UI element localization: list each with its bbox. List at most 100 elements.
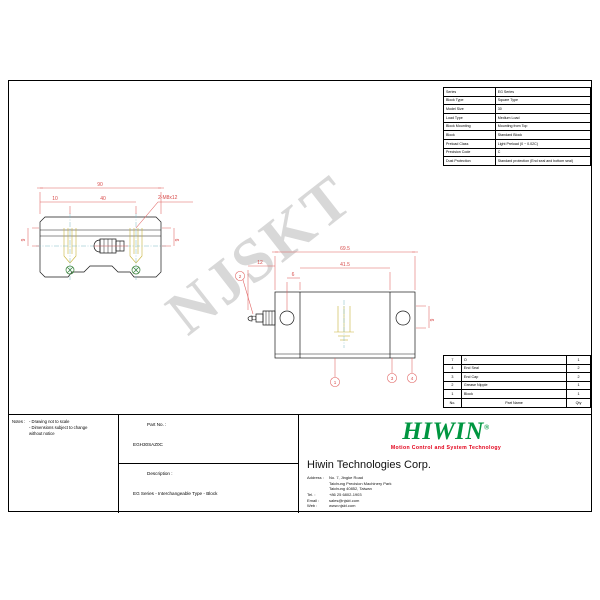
tel-value: +86 25 6802-1903 <box>329 492 362 498</box>
part-name: End Seal <box>460 363 568 374</box>
tel-line: Tel. : +86 25 6802-1903 <box>307 492 391 498</box>
company-name: Hiwin Technologies Corp. <box>307 459 431 471</box>
balloon-4-circle <box>407 373 417 383</box>
part-qty: 1 <box>566 389 591 399</box>
part-number-label: Part No. : <box>147 422 167 427</box>
address-value-1: No. 7, Jingke Road <box>329 475 364 480</box>
spec-key: Block <box>443 130 496 141</box>
registered-trademark-icon: ® <box>483 423 490 432</box>
dim-side-height: 9 <box>430 318 436 321</box>
top-view-hidden-holes <box>63 228 143 264</box>
spec-key: Precision Code <box>443 147 496 158</box>
hiwin-wordmark: HIWIN® <box>299 419 593 444</box>
dim-side-small: 6 <box>292 272 295 278</box>
spec-value: Medium Load <box>494 113 592 123</box>
dim-top-mid: 40 <box>100 196 106 202</box>
part-qty: 1 <box>566 355 591 365</box>
parts-header-no: No. <box>443 397 462 408</box>
notes-label: Notes : <box>12 419 26 424</box>
balloon-3-label: 3 <box>391 376 394 381</box>
part-no: 3 <box>443 372 462 382</box>
part-name: Grease Nipple <box>460 380 568 391</box>
dim-side-left: 12 <box>257 260 263 266</box>
spec-key: Model Size <box>443 104 496 114</box>
side-view-geometry <box>274 291 416 359</box>
email-label: Email : <box>307 497 320 503</box>
spec-key: Series <box>443 87 496 97</box>
balloon-2-label: 2 <box>239 274 242 279</box>
thread-callout: 2-M8x12 <box>158 195 178 201</box>
spec-key: Load Type <box>443 113 496 123</box>
part-no: 1 <box>443 389 462 399</box>
address-line-2: Taichung Precision Machinery Park <box>307 481 391 487</box>
balloon-callouts: 2 1 3 4 <box>235 271 417 387</box>
notes-cell: Notes : - Drawing not to scale - Dimensi… <box>9 415 119 513</box>
part-name: O <box>460 355 568 365</box>
dim-top-height-right: 9 <box>175 238 181 241</box>
technical-drawing-svg: 90 10 40 9 9 2-M8x12 <box>21 182 436 387</box>
balloon-1-label: 1 <box>334 380 337 385</box>
balloon-1-circle <box>330 377 340 387</box>
part-number-cell: Part No. : EGH30SAZ0C <box>119 415 299 464</box>
spec-value: Standard Block <box>494 130 592 141</box>
hiwin-logo: HIWIN® Motion Control and System Technol… <box>299 419 593 451</box>
dim-side-overall: 69.5 <box>340 246 350 252</box>
spec-key: Dust Protection <box>443 156 496 167</box>
balloon-4-label: 4 <box>411 376 414 381</box>
part-qty: 1 <box>566 380 591 391</box>
top-view-centerlines <box>36 213 166 280</box>
dim-side-inner: 41.5 <box>340 262 350 268</box>
parts-header-name: Part Name <box>460 397 568 408</box>
spec-key: Block Mounting <box>443 121 496 132</box>
part-no: 4 <box>443 363 462 374</box>
dim-top-overall: 90 <box>97 182 103 188</box>
drawing-area: 90 10 40 9 9 2-M8x12 <box>8 80 592 414</box>
description-cell: Description : EG Series - Interchangeabl… <box>119 464 299 513</box>
address-value-3: Taichung 40852, Taiwan <box>329 486 372 492</box>
company-cell: HIWIN® Motion Control and System Technol… <box>299 415 593 513</box>
part-qty: 2 <box>566 363 591 374</box>
tel-label: Tel. : <box>307 492 316 498</box>
grease-nipple-top-view <box>93 238 128 254</box>
spec-key: Block Type <box>443 95 496 106</box>
parts-header-qty: Qty <box>566 397 591 408</box>
part-name: Block <box>460 389 568 399</box>
hiwin-tagline: Motion Control and System Technology <box>390 445 502 451</box>
part-number-value: EGH30SAZ0C <box>133 442 163 447</box>
dim-top-left: 10 <box>52 196 58 202</box>
spec-key: Preload Class <box>443 139 496 149</box>
address-value-2: Taichung Precision Machinery Park <box>329 480 392 486</box>
spec-value: C <box>494 147 592 158</box>
web-line: Web :www.njskt.com <box>307 503 391 509</box>
address-line-1: Address : No. 7, Jingke Road <box>307 475 391 481</box>
notes-text: - Drawing not to scale - Dimensions subj… <box>29 419 88 437</box>
address-label: Address : <box>307 475 324 480</box>
top-view-screws <box>65 265 141 275</box>
part-no: 7 <box>443 355 462 365</box>
part-name: End Cap <box>460 372 568 382</box>
top-view-dimensions: 90 10 40 9 9 2-M8x12 <box>21 182 193 247</box>
hiwin-wordmark-text: HIWIN <box>402 418 484 445</box>
dim-top-height-left: 9 <box>21 238 27 241</box>
spec-value: EG Series <box>494 87 592 97</box>
grease-nipple-side-view <box>247 310 276 326</box>
balloon-2-circle <box>235 271 245 281</box>
title-block: Notes : - Drawing not to scale - Dimensi… <box>8 414 593 513</box>
